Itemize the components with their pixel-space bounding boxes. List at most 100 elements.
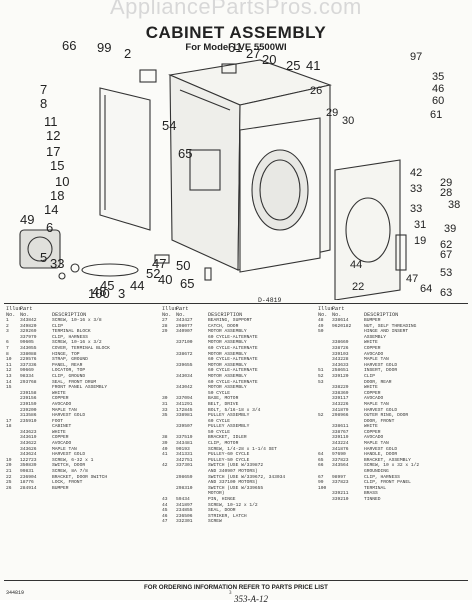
callout-67: 67 xyxy=(440,249,452,261)
callout-15: 15 xyxy=(50,158,64,173)
callout-44: 44 xyxy=(130,278,144,293)
callout-64: 64 xyxy=(420,283,432,295)
callout-65: 65 xyxy=(180,276,194,291)
parts-row: 60 CYCLE-ALTERNATE xyxy=(208,334,258,340)
callout-20: 20 xyxy=(262,52,276,67)
parts-row: 60 CYCLE-ALTERNATE xyxy=(208,379,258,385)
callout-14: 14 xyxy=(44,202,58,217)
callout-39: 39 xyxy=(444,223,456,235)
page-marker: 3 xyxy=(229,591,232,596)
parts-row: 60 CYCLE xyxy=(208,418,231,424)
bottom-rule xyxy=(4,580,468,581)
callout-2: 2 xyxy=(124,46,131,61)
callout-29: 29 xyxy=(326,107,338,119)
callout-38: 38 xyxy=(448,199,460,211)
callout-26: 26 xyxy=(310,85,322,97)
callout-48: 48 xyxy=(92,284,106,299)
callout-61: 61 xyxy=(430,109,442,121)
callout-33: 33 xyxy=(50,256,64,271)
callout-47: 47 xyxy=(152,256,166,271)
parts-row: 60 CYCLE-ALTERNATE xyxy=(208,357,258,363)
parts-row: ASSEMBLY xyxy=(364,334,387,340)
top-rule xyxy=(4,303,468,304)
callout-28: 28 xyxy=(440,187,452,199)
model-subtitle: For Model LVE 5500WI xyxy=(185,42,287,53)
callout-40: 40 xyxy=(158,272,172,287)
callout-54: 54 xyxy=(162,118,176,133)
parts-row: AND 337100 MOTORS) xyxy=(208,480,258,486)
callout-29: 29 xyxy=(440,177,452,189)
callout-41: 41 xyxy=(306,58,320,73)
callout-44: 44 xyxy=(350,259,362,271)
callout-100: 100 xyxy=(88,286,110,300)
callout-27: 27 xyxy=(246,46,260,61)
callout-97: 97 xyxy=(410,51,422,63)
callout-5: 5 xyxy=(40,250,47,265)
parts-row: MOTOR) xyxy=(208,491,225,497)
callout-65: 65 xyxy=(178,146,192,161)
callout-35: 35 xyxy=(432,71,444,83)
parts-row: 60 CYCLE-ALTERNATE xyxy=(208,368,258,374)
callout-63: 63 xyxy=(440,287,452,299)
parts-row: 50 CYCLE xyxy=(208,429,231,435)
cabinet-drawing xyxy=(19,59,407,300)
page-title: CABINET ASSEMBLY xyxy=(145,23,327,42)
callout-60: 60 xyxy=(432,95,444,107)
parts-row: 60 CYCLE-ALTERNATE xyxy=(208,345,258,351)
